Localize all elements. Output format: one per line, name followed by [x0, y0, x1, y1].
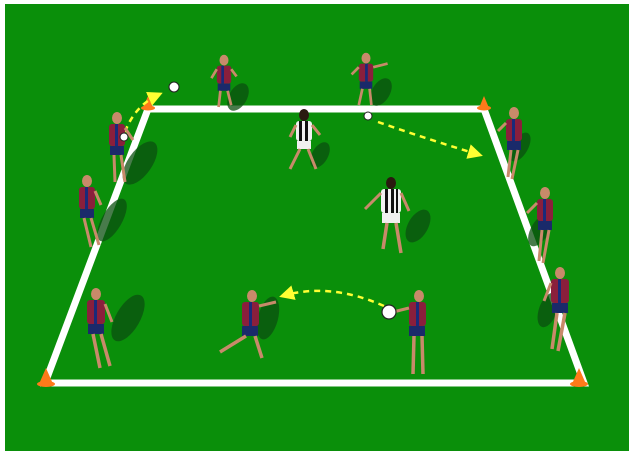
soccer-ball [120, 133, 128, 141]
soccer-ball [382, 305, 396, 319]
soccer-ball [364, 112, 372, 120]
soccer-ball [169, 82, 179, 92]
